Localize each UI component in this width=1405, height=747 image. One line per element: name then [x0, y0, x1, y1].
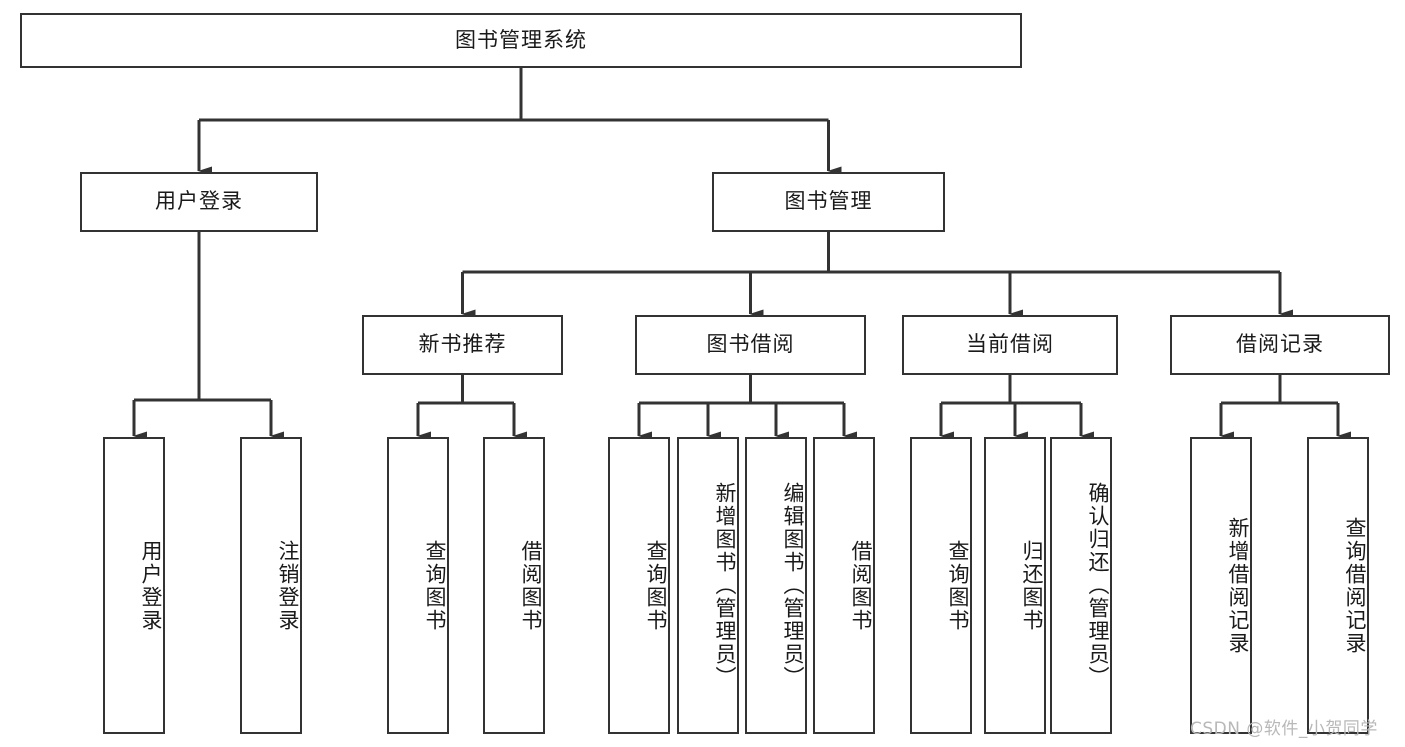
- node-label: 用户登录: [155, 189, 243, 214]
- node-borrow-record[interactable]: 借阅记录: [1170, 315, 1390, 375]
- node-leaf-confirm-return[interactable]: 确认归还（管理员）: [1050, 437, 1112, 734]
- node-leaf-query-book-2[interactable]: 查询图书: [608, 437, 670, 734]
- node-leaf-logout[interactable]: 注销登录: [240, 437, 302, 734]
- node-label: 图书管理系统: [455, 27, 587, 52]
- node-label: 新书推荐: [418, 332, 507, 357]
- node-book-manage[interactable]: 图书管理: [712, 172, 945, 232]
- node-label: 借阅图书: [519, 539, 543, 632]
- node-label: 用户登录: [139, 539, 163, 632]
- node-label: 注销登录: [276, 539, 300, 632]
- node-new-book-rec[interactable]: 新书推荐: [362, 315, 563, 375]
- node-leaf-edit-book[interactable]: 编辑图书（管理员）: [745, 437, 807, 734]
- node-leaf-return-book[interactable]: 归还图书: [984, 437, 1046, 734]
- node-leaf-borrow-book-1[interactable]: 借阅图书: [483, 437, 545, 734]
- node-label: 确认归还（管理员）: [1086, 482, 1110, 689]
- node-current-borrow[interactable]: 当前借阅: [902, 315, 1118, 375]
- node-leaf-add-record[interactable]: 新增借阅记录: [1190, 437, 1252, 734]
- node-book-borrow[interactable]: 图书借阅: [635, 315, 866, 375]
- node-user-login[interactable]: 用户登录: [80, 172, 318, 232]
- node-label: 当前借阅: [966, 332, 1054, 357]
- node-leaf-borrow-book-2[interactable]: 借阅图书: [813, 437, 875, 734]
- node-label: 查询图书: [644, 539, 668, 632]
- node-label: 查询图书: [423, 539, 447, 632]
- node-label: 编辑图书（管理员）: [781, 482, 805, 689]
- node-leaf-user-login[interactable]: 用户登录: [103, 437, 165, 734]
- node-label: 新增借阅记录: [1226, 516, 1250, 655]
- node-label: 新增图书（管理员）: [713, 482, 737, 689]
- node-label: 图书借阅: [706, 332, 795, 357]
- node-label: 查询借阅记录: [1343, 516, 1367, 655]
- node-leaf-add-book[interactable]: 新增图书（管理员）: [677, 437, 739, 734]
- node-root[interactable]: 图书管理系统: [20, 13, 1022, 68]
- node-label: 图书管理: [784, 189, 873, 214]
- csdn-watermark: CSDN @软件_小贺同学: [1190, 719, 1378, 739]
- node-label: 借阅记录: [1236, 332, 1324, 357]
- node-label: 借阅图书: [849, 539, 873, 632]
- node-leaf-query-book-1[interactable]: 查询图书: [387, 437, 449, 734]
- node-label: 查询图书: [946, 539, 970, 632]
- node-leaf-query-book-3[interactable]: 查询图书: [910, 437, 972, 734]
- node-label: 归还图书: [1020, 539, 1044, 632]
- node-leaf-query-record[interactable]: 查询借阅记录: [1307, 437, 1369, 734]
